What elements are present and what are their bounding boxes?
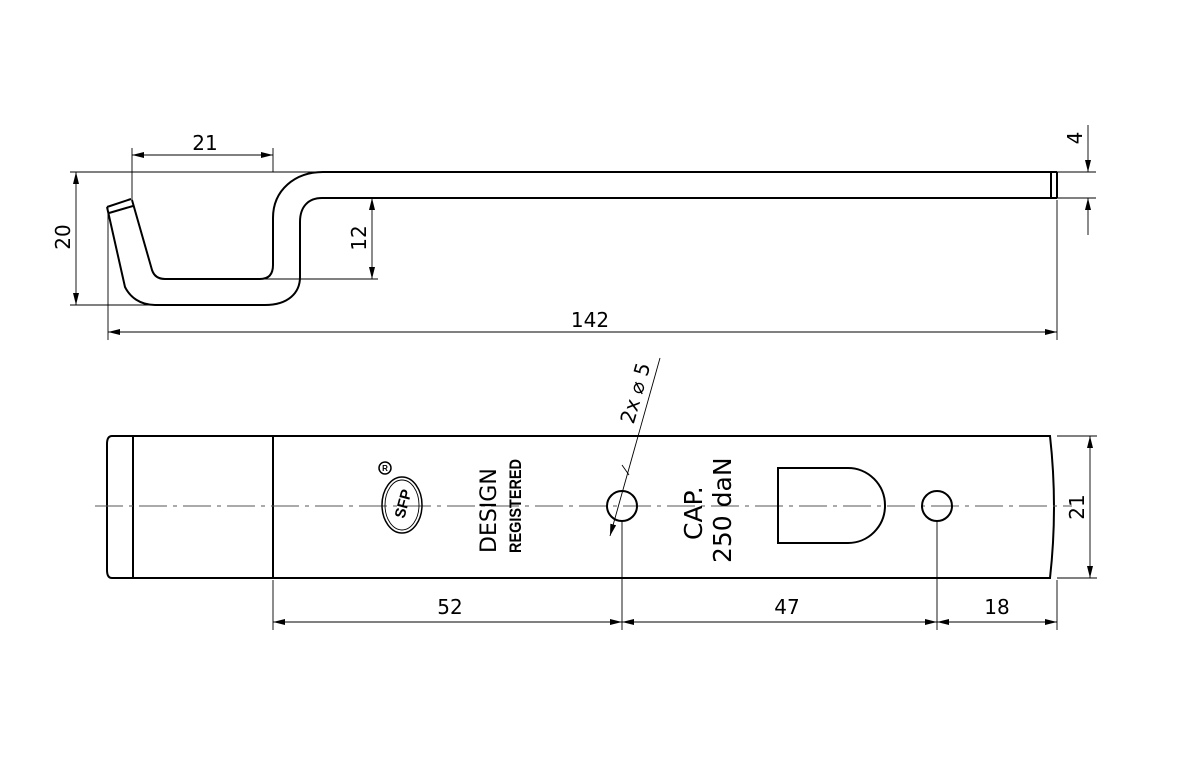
dim-hole-callout: 2x ⌀ 5	[615, 360, 655, 426]
marking-registered: REGISTERED	[506, 459, 525, 553]
dim-hook-height: 20	[51, 224, 75, 249]
top-view: SFP R DESIGN REGISTERED CAP. 250 daN 2x …	[95, 357, 1097, 630]
dim-hook-width: 21	[192, 131, 217, 155]
hook-profile-upper	[131, 171, 1057, 280]
bar-end	[1050, 172, 1058, 198]
marking-cap: CAP.	[679, 486, 708, 540]
registered-symbol: R	[382, 464, 388, 473]
hook-profile-lower	[106, 197, 1057, 306]
dim-hook-depth: 12	[347, 225, 371, 250]
dim-width: 21	[1065, 494, 1089, 519]
side-view: 21 20 12 4 142	[51, 125, 1096, 340]
hook-tip	[106, 198, 134, 214]
slot	[777, 467, 886, 544]
dim-hole-spacing: 47	[774, 595, 799, 619]
dim-to-first-hole: 52	[437, 595, 462, 619]
dim-overall-length: 142	[571, 308, 609, 332]
dim-hole-to-end: 18	[984, 595, 1009, 619]
dim-thickness: 4	[1063, 132, 1087, 145]
marking-design: DESIGN	[477, 468, 502, 553]
marking-capacity: 250 daN	[708, 457, 737, 563]
logo: SFP R	[378, 461, 423, 534]
logo-text: SFP	[392, 488, 416, 521]
bar-outline	[106, 435, 1055, 579]
